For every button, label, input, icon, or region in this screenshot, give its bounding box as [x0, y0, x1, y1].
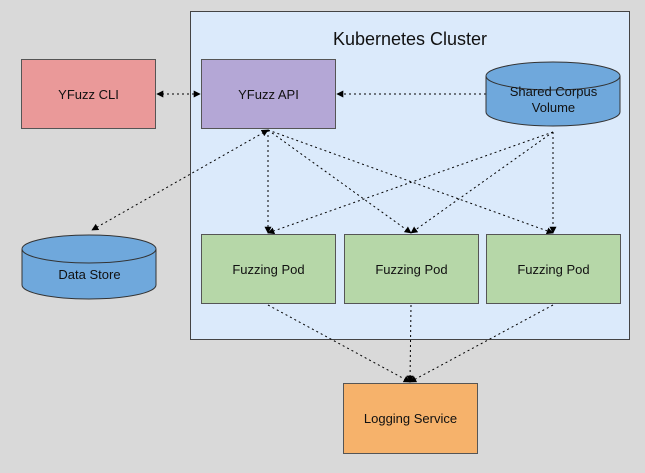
logging-service-node: Logging Service [343, 383, 478, 454]
cluster-title: Kubernetes Cluster [332, 29, 488, 49]
connectors [91, 90, 557, 383]
edge-api-pod2 [267, 129, 412, 234]
data-store-label: Data Store [58, 267, 121, 282]
shared-corpus-label-line2: Volume [531, 100, 576, 115]
yfuzz-api-label: YFuzz API [238, 86, 299, 102]
edge-pod1-logging [267, 304, 411, 383]
corpus-cylinder-shape [485, 61, 621, 127]
edge-api-store [91, 129, 269, 231]
fuzzing-pod-2: Fuzzing Pod [344, 234, 479, 304]
fuzzing-pod-3: Fuzzing Pod [486, 234, 621, 304]
edge-pod3-logging [409, 304, 554, 383]
edge-pod2-logging [406, 304, 414, 383]
edge-api-pod3 [267, 129, 554, 235]
shared-corpus-volume-node: Shared Corpus Volume [486, 80, 621, 120]
data-store-node: Data Store [22, 258, 157, 292]
edge-corpus-pod2 [410, 131, 554, 234]
fuzzing-pod-1-label: Fuzzing Pod [232, 261, 305, 277]
fuzzing-pod-3-label: Fuzzing Pod [517, 261, 590, 277]
yfuzz-cli-label: YFuzz CLI [58, 86, 119, 102]
fuzzing-pod-2-label: Fuzzing Pod [375, 261, 448, 277]
fuzzing-pod-1: Fuzzing Pod [201, 234, 336, 304]
shared-corpus-label-line1: Shared Corpus [509, 84, 598, 99]
yfuzz-api-node: YFuzz API [201, 59, 336, 129]
edge-corpus-pod1 [267, 131, 554, 235]
yfuzz-cli-node: YFuzz CLI [21, 59, 156, 129]
logging-service-label: Logging Service [363, 411, 458, 426]
store-cylinder-shape [21, 234, 157, 300]
